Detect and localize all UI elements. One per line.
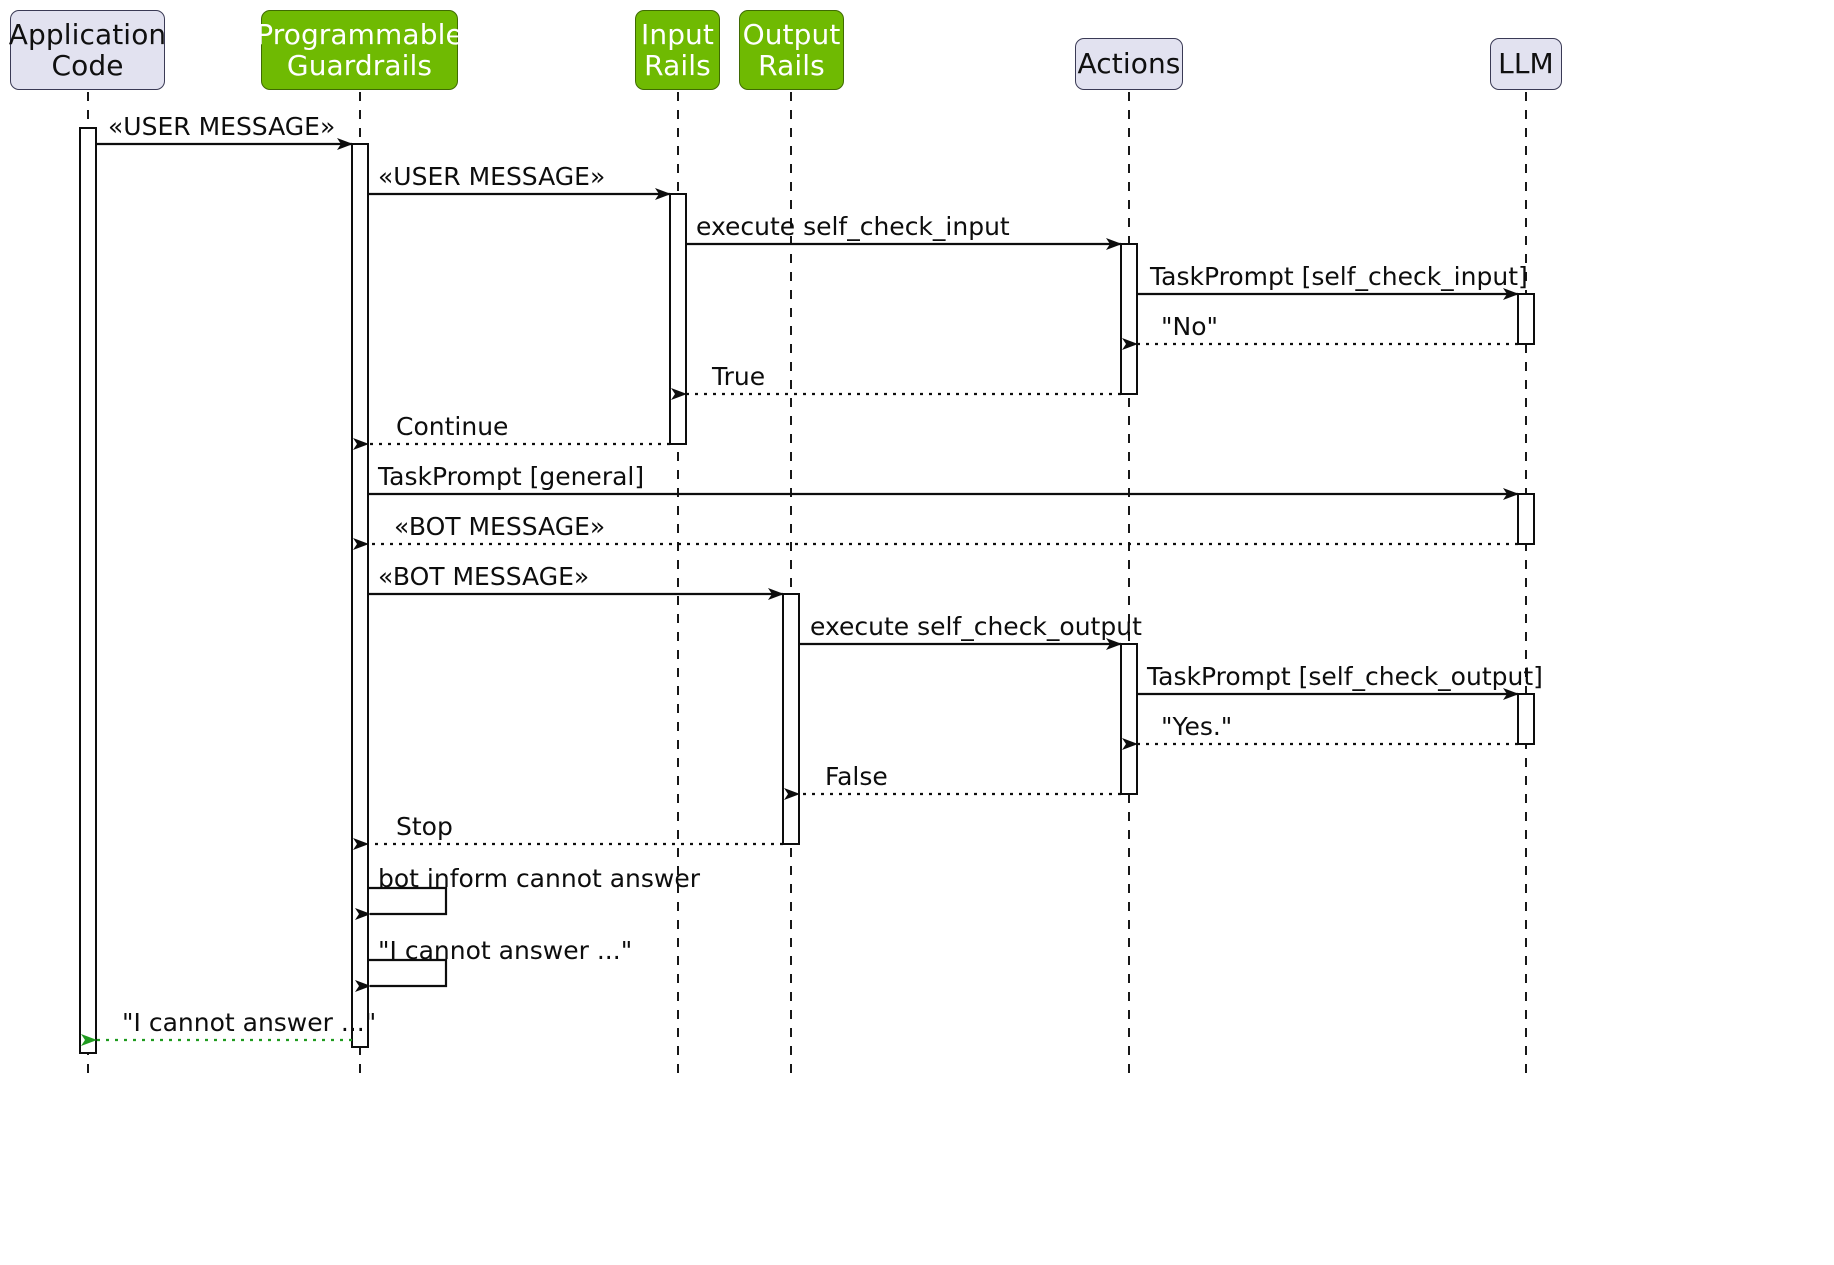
message-label-m17: "I cannot answer ..." <box>378 936 633 965</box>
message-label-m5: "No" <box>1161 312 1218 341</box>
participant-label-line2: Rails <box>758 49 825 82</box>
message-label-m12: TaskPrompt [self_check_output] <box>1147 662 1543 691</box>
participant-label-actions: Actions <box>1077 47 1181 81</box>
message-label-m16: bot inform cannot answer <box>378 864 701 893</box>
participant-actions[interactable]: Actions <box>1075 38 1183 90</box>
activation-bar-actions <box>1120 243 1138 395</box>
activation-bar-actions <box>1120 643 1138 795</box>
message-label-m18: "I cannot answer ..." <box>122 1008 377 1037</box>
activation-bar-llm <box>1517 293 1535 345</box>
message-label-m6: True <box>712 362 766 391</box>
activation-bar-output <box>782 593 800 845</box>
message-m17 <box>355 958 448 992</box>
participant-label-line1: Input <box>640 17 714 51</box>
message-label-m1: «USER MESSAGE» <box>108 112 336 141</box>
message-label-m13: "Yes." <box>1161 712 1233 741</box>
message-label-m11: execute self_check_output <box>810 612 1142 641</box>
participant-label-line2: Rails <box>644 49 711 82</box>
activation-bar-guardrails <box>351 143 369 1048</box>
participant-llm[interactable]: LLM <box>1490 38 1562 90</box>
message-label-m4: TaskPrompt [self_check_input] <box>1150 262 1528 291</box>
activation-bar-app <box>79 127 97 1054</box>
participant-label-line1: Programmable <box>256 17 463 51</box>
message-label-m15: Stop <box>396 812 453 841</box>
message-m16 <box>355 886 448 920</box>
message-arrows-layer <box>81 138 1519 1046</box>
message-label-m2: «USER MESSAGE» <box>378 162 606 191</box>
message-label-m8: TaskPrompt [general] <box>378 462 645 491</box>
participant-label-llm: LLM <box>1498 47 1554 81</box>
activation-bars-layer <box>79 127 1535 1054</box>
message-label-m14: False <box>825 762 888 791</box>
message-label-m3: execute self_check_input <box>696 212 1010 241</box>
message-label-m9: «BOT MESSAGE» <box>394 512 606 541</box>
participant-label-line2: Code <box>51 49 124 82</box>
activation-bar-llm <box>1517 693 1535 745</box>
activation-bar-llm <box>1517 493 1535 545</box>
message-label-m7: Continue <box>396 412 509 441</box>
participant-label-line1: Output <box>742 17 841 51</box>
participant-label-line2: Guardrails <box>286 49 433 82</box>
activation-bar-input <box>669 193 687 445</box>
participant-label-line1: Application <box>8 17 167 51</box>
message-label-m10: «BOT MESSAGE» <box>378 562 590 591</box>
